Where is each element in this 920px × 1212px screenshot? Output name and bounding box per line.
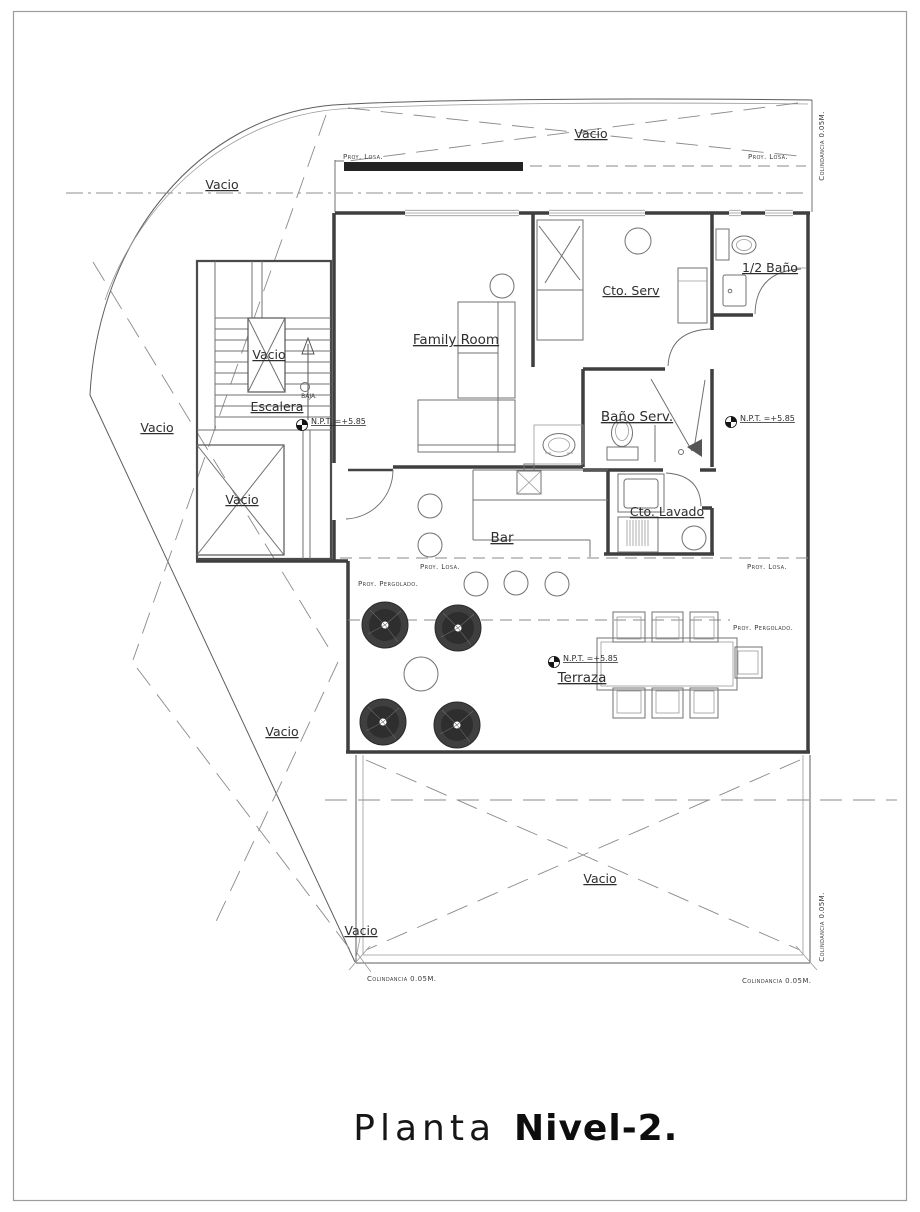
- bar-stool: [417, 532, 443, 558]
- label-colindancia-bottomleft: Colindancia 0.05M.: [367, 975, 436, 983]
- lavado-fixtures: [617, 473, 707, 553]
- label-vacio-bottomleft: Vacio: [265, 724, 298, 739]
- tree: [359, 698, 407, 746]
- stair-arrow: [301, 336, 315, 420]
- label-proy-losa-topright: Proy. Losa.: [748, 153, 788, 161]
- walls: [196, 209, 810, 754]
- label-vacio-lower-stairs: Vacio: [225, 492, 258, 507]
- door-arc-half-bath: [754, 268, 802, 315]
- label-colindancia-right-bottom: Colindancia 0.05M.: [818, 892, 826, 961]
- label-npt-bano: N.P.T. =+5.85: [740, 414, 795, 423]
- side-table: [489, 273, 515, 299]
- label-terraza: Terraza: [557, 670, 607, 686]
- stair-void-upper: [247, 317, 286, 393]
- bar-stool: [503, 570, 529, 596]
- toilet-tank: [715, 228, 730, 261]
- label-vacio-stairs: Vacio: [252, 347, 285, 362]
- window-top-1: [405, 209, 519, 217]
- sofa: [457, 301, 516, 399]
- vanity-counter: [533, 424, 584, 465]
- label-vacio-topleft: Vacio: [205, 177, 238, 192]
- sink: [722, 274, 747, 307]
- patio-outline: [348, 755, 818, 973]
- level-markers: [296, 416, 737, 668]
- label-proy-pergolado-right: Proy. Pergolado.: [733, 624, 793, 632]
- slab-projection-strip: [334, 160, 806, 212]
- door-arc-lavado: [665, 472, 702, 507]
- label-proy-pergolado-left: Proy. Pergolado.: [358, 580, 418, 588]
- label-cto-serv: Cto. Serv: [602, 283, 660, 298]
- label-escalera: Escalera: [251, 399, 304, 414]
- property-lines: [66, 98, 897, 963]
- label-vacio-patio: Vacio: [583, 871, 616, 886]
- level-marker: [725, 416, 737, 428]
- bar-sink: [516, 470, 542, 495]
- tree: [433, 701, 481, 749]
- label-npt-terraza: N.P.T. =+5.85: [563, 654, 618, 663]
- bano-serv-fixtures: [533, 378, 706, 465]
- closet: [677, 267, 708, 324]
- level-marker: [548, 656, 560, 668]
- label-family-room: Family Room: [413, 332, 499, 348]
- door-arc-familyroom: [345, 469, 394, 520]
- shower: [650, 378, 706, 462]
- label-proy-losa-right: Proy. Losa.: [747, 563, 787, 571]
- toilet-bowl: [731, 235, 757, 255]
- label-cto-lavado: Cto. Lavado: [630, 504, 704, 519]
- label-bar: Bar: [490, 530, 514, 546]
- sheet-title: Planta Nivel-2.: [353, 1108, 678, 1149]
- stair-void-lower: [196, 444, 285, 556]
- stool: [624, 227, 652, 255]
- baja-symbol: [300, 382, 310, 392]
- boiler: [681, 525, 707, 551]
- label-proy-losa-mid: Proy. Losa.: [420, 563, 460, 571]
- bed: [536, 219, 584, 341]
- label-vacio-left: Vacio: [140, 420, 173, 435]
- bar-stool: [463, 571, 489, 597]
- sink: [542, 433, 576, 457]
- label-baja: BAJA.: [301, 393, 317, 400]
- label-colindancia-bottomright: Colindancia 0.05M.: [742, 977, 811, 985]
- window-top-2: [549, 209, 645, 217]
- annotations: Vacio Vacio Proy. Losa. Proy. Losa. Coli…: [140, 111, 826, 985]
- title-prefix: Planta: [353, 1108, 496, 1149]
- round-table: [403, 656, 439, 692]
- terraza-area: [359, 601, 763, 749]
- tree: [361, 601, 409, 649]
- label-bano-serv: Baño Serv.: [601, 409, 673, 425]
- label-half-bath: 1/2 Baño: [742, 260, 798, 275]
- sheet-border: [12, 10, 908, 1202]
- title-name: Nivel-2.: [514, 1108, 678, 1149]
- slab-edge-bar: [344, 162, 523, 171]
- label-npt-escalera: N.P.T. =+5.85: [311, 417, 366, 426]
- bar-stool: [417, 493, 443, 519]
- tree: [434, 604, 482, 652]
- label-colindancia-right-top: Colindancia 0.05M.: [818, 111, 826, 180]
- dining-chairs: [612, 611, 763, 719]
- label-vacio-top: Vacio: [574, 126, 607, 141]
- bar-stool: [544, 571, 570, 597]
- toilet-tank: [606, 446, 639, 461]
- washer: [617, 473, 665, 513]
- level-marker: [296, 419, 308, 431]
- planter-trees: [359, 601, 482, 749]
- doors: [345, 268, 802, 520]
- label-vacio-corner: Vacio: [344, 923, 377, 938]
- dining-table: [596, 637, 738, 691]
- half-bath-fixtures: [715, 228, 806, 307]
- door-arc-cto-serv: [667, 328, 711, 367]
- staircase: [195, 259, 333, 561]
- familyroom-furniture: [417, 273, 516, 453]
- window-top-3: [729, 209, 793, 217]
- bar-area: [340, 463, 808, 621]
- laundry-sink: [617, 516, 659, 553]
- label-proy-losa-topleft: Proy. Losa.: [343, 153, 383, 161]
- cto-serv-furniture: [536, 219, 708, 341]
